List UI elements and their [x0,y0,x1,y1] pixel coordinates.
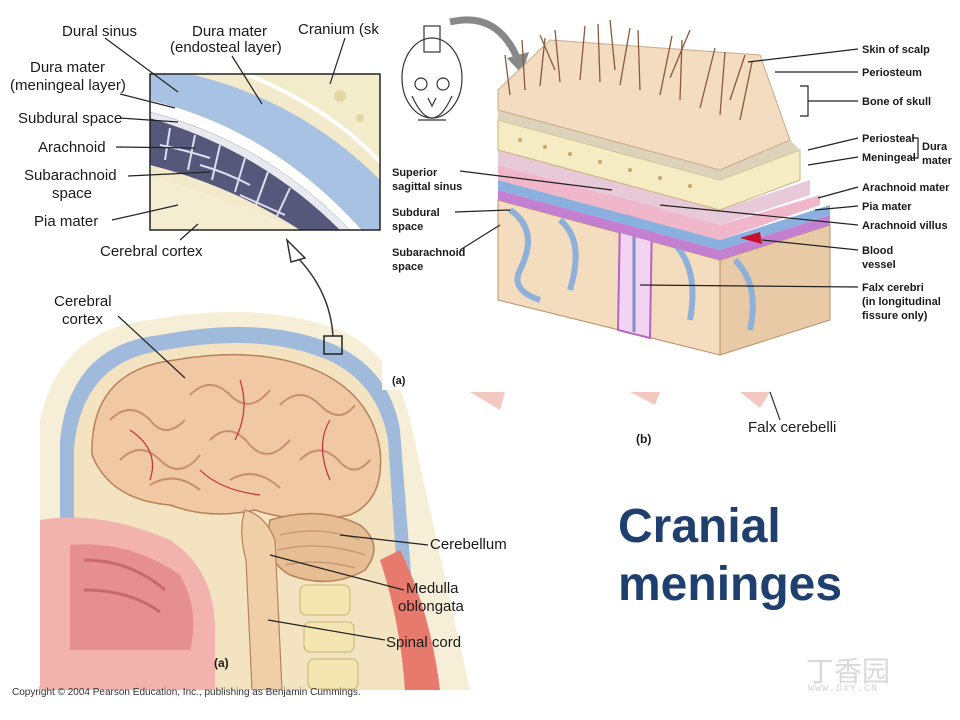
inset-leaders [104,37,346,241]
block-dura-meningeal [498,165,820,240]
sagittal-leaders [117,315,429,641]
label-panel-b: (b) [636,432,651,446]
cerebellum [267,512,375,583]
label-panel-a-block: (a) [392,375,406,387]
label-subarachnoid: Subarachnoid [24,167,117,184]
block-scalp [497,39,791,171]
label-dura: Dura [922,141,948,153]
label-dura-mater: mater [922,155,953,167]
block-arrow [449,16,524,67]
label-periosteum: Periosteum [862,67,922,79]
inset-subarachnoid [150,118,340,230]
label-meningeal: Meningeal [862,152,916,164]
block-subarachnoid [498,180,830,250]
label-arachnoid-mater: Arachnoid mater [862,182,950,194]
label-arachnoid: Arachnoid [38,139,106,156]
inset-frame [149,73,381,231]
label-cerebral: Cerebral [54,293,112,310]
label-oblongata: oblongata [398,598,465,615]
label-dura-meningeal-2: (meningeal layer) [10,77,126,94]
label-inset-cortex: Cerebral cortex [100,243,203,260]
label-pia: Pia mater [34,213,98,230]
label-bone-of-skull: Bone of skull [862,96,931,108]
block-leaders [454,48,919,288]
block-panel [382,8,958,390]
label-cranium: Cranium (sk [298,21,379,38]
block-pia [498,190,830,260]
label-skin-of-scalp: Skin of scalp [862,44,930,56]
copyright-notice: Copyright © 2004 Pearson Education, Inc.… [12,687,361,698]
label-spinal-cord: Spinal cord [386,634,461,651]
zoom-arrow [285,237,334,337]
label-dura-endosteal-2: (endosteal layer) [170,39,282,56]
slide-title-line-1: Cranial [618,500,781,553]
inset-cortex [150,175,300,230]
slide-title: Cranial meninges [618,498,842,614]
label-dura-meningeal: Dura mater [30,59,105,76]
label-vessel: vessel [862,259,896,271]
label-periosteal: Periosteal [862,133,915,145]
label-block-subdural-2: space [392,221,423,233]
label-falx-2: (in longitudinal [862,296,941,308]
label-cortex: cortex [62,311,103,328]
cortical-vessels [129,379,331,496]
inset-cranium [250,74,380,160]
label-falx-cerebelli: Falx cerebelli [748,419,836,436]
vertebrae [299,584,359,690]
inset-dura-endosteal [150,74,380,230]
blood-vessel [740,232,762,244]
label-medulla: Medulla [406,580,459,597]
skull-thumbnail-icon [401,25,463,121]
label-cerebellum: Cerebellum [430,536,507,553]
gyri [109,384,371,491]
slide-title-line-2: meninges [618,558,843,611]
label-arachnoid-villus: Arachnoid villus [862,220,948,232]
hair [504,19,753,121]
label-subdural: Subdural space [18,110,122,127]
label-dural-sinus: Dural sinus [62,23,137,40]
watermark-logo: 丁香园 [806,656,891,687]
block-dura-periosteal [498,150,810,225]
watermark-url: WWW.DXY.CN [808,684,879,695]
panel-b-fragment [470,391,781,421]
label-falx-cerebri: Falx cerebri [862,282,924,294]
label-pia-mater: Pia mater [862,201,912,213]
label-block-subdural: Subdural [392,207,440,219]
inset-arachnoid [150,112,350,230]
neck-muscle [380,550,440,690]
label-subarachnoid-2: space [52,185,92,202]
label-panel-a-sagittal: (a) [214,656,229,670]
label-block-subarachnoid: Subarachnoid [392,247,465,259]
inset-trabeculae [159,127,291,219]
label-falx-3: fissure only) [862,310,928,322]
label-dura-endosteal: Dura mater [192,23,267,40]
sagittal-panel [40,312,470,690]
label-block-subarachnoid-2: space [392,261,423,273]
label-superior: Superior [392,167,438,179]
inset-panel [149,73,381,231]
inset-dura-meningeal [150,99,363,230]
label-sagittal-sinus: sagittal sinus [392,181,462,193]
label-blood: Blood [862,245,893,257]
